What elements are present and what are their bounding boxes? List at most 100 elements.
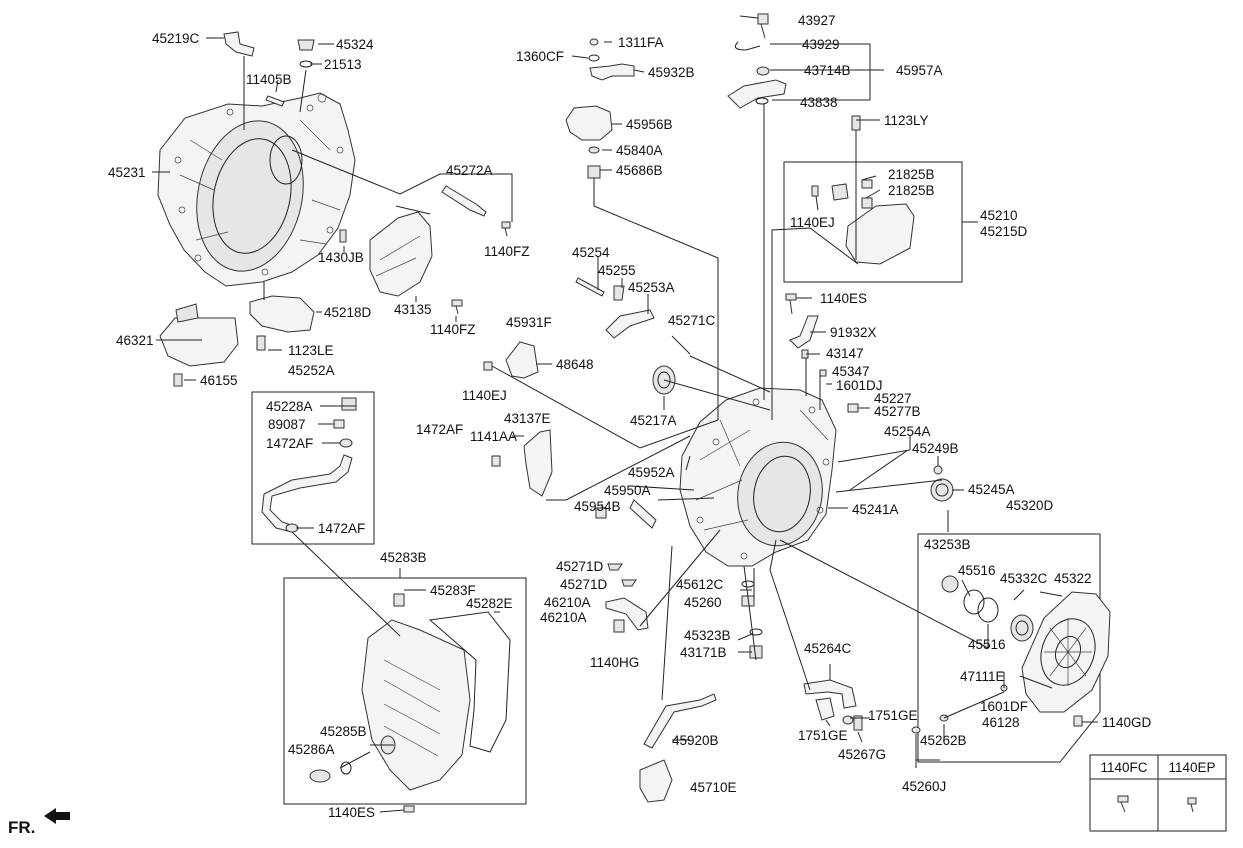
part-label: 45231 — [108, 165, 146, 180]
part-label: 1140HG — [590, 655, 639, 670]
part-label: 45271D — [556, 559, 604, 574]
legend-table: 1140FC 1140EP — [1089, 754, 1227, 832]
legend-col1: 1140FC — [1100, 760, 1147, 775]
fr-arrow-icon — [44, 808, 70, 824]
part-label: 1311FA — [618, 35, 664, 50]
rear-cover-group-box — [917, 533, 1101, 763]
part-label: 45931F — [506, 315, 552, 330]
part-label: 45956B — [626, 117, 673, 132]
part-label: 1430JB — [318, 250, 364, 265]
part-label: 45254A — [884, 424, 931, 439]
part-label: 45840A — [616, 143, 663, 158]
part-label: 45218D — [324, 305, 372, 320]
part-label: 45262B — [920, 733, 967, 748]
part-label: 45253A — [628, 280, 675, 295]
part-label: 45245A — [968, 482, 1015, 497]
legend-col2: 1140EP — [1168, 760, 1215, 775]
part-label: 46155 — [200, 373, 238, 388]
part-label: 43147 — [826, 346, 864, 361]
rear-cover-drawing — [1021, 591, 1111, 713]
part-label: 45954B — [574, 499, 621, 514]
oil-pan-group-box — [283, 577, 527, 805]
part-label: 45323B — [684, 628, 731, 643]
part-label: 45283F — [430, 583, 476, 598]
part-label: 45286A — [288, 742, 335, 757]
part-label: 45332C — [1000, 571, 1048, 586]
part-label: 46210A — [540, 610, 587, 625]
part-label: 46128 — [982, 715, 1020, 730]
part-label: 45249B — [912, 441, 959, 456]
part-label: 45255 — [598, 263, 636, 278]
part-label: 43838 — [800, 95, 838, 110]
part-label: 1123LY — [884, 113, 929, 128]
part-label: 45267G — [838, 747, 886, 762]
part-label: 1140EJ — [462, 388, 507, 403]
part-label: 45219C — [152, 31, 200, 46]
part-label: 43929 — [802, 37, 840, 52]
part-label: 45920B — [672, 733, 719, 748]
part-label: 43171B — [680, 645, 727, 660]
part-label: 1140ES — [820, 291, 867, 306]
front-direction-marker: FR. — [8, 808, 70, 837]
part-label: 1140EJ — [790, 215, 835, 230]
part-label: 45952A — [628, 465, 675, 480]
part-label: 46321 — [116, 333, 154, 348]
part-label: 46210A — [544, 595, 591, 610]
part-label: 1360CF — [516, 49, 564, 64]
part-label: 1140FZ — [430, 322, 476, 337]
part-label: 21825B — [888, 167, 935, 182]
part-label: 43137E — [504, 411, 551, 426]
part-label: 43135 — [394, 302, 432, 317]
part-label: 45272A — [446, 163, 493, 178]
part-label: 45277B — [874, 404, 921, 419]
part-label: 45228A — [266, 399, 313, 414]
part-label: 1472AF — [318, 521, 365, 536]
leader-lines — [152, 15, 1098, 813]
part-label: 45957A — [896, 63, 943, 78]
part-label: 43714B — [804, 63, 851, 78]
part-label: 1123LE — [288, 343, 334, 358]
part-label: 1472AF — [266, 436, 313, 451]
part-label: 43253B — [924, 537, 971, 552]
part-label: 1472AF — [416, 422, 463, 437]
part-label: 1601DF — [980, 699, 1028, 714]
transaxle-case-drawing — [679, 387, 837, 567]
part-label: 45320D — [1006, 498, 1054, 513]
part-label: 1751GE — [798, 728, 848, 743]
part-label: 45282E — [466, 596, 513, 611]
part-label: 45324 — [336, 37, 374, 52]
part-label: 1141AA — [470, 429, 517, 444]
part-label: 45285B — [320, 724, 367, 739]
part-label: 45217A — [630, 413, 677, 428]
part-label: 45210 — [980, 208, 1018, 223]
part-label: 45710E — [690, 780, 737, 795]
part-label: 45215D — [980, 224, 1028, 239]
part-label: 45686B — [616, 163, 663, 178]
part-label: 45252A — [288, 363, 335, 378]
part-label: 1601DJ — [836, 378, 883, 393]
part-label: 45241A — [852, 502, 899, 517]
part-label: 45322 — [1054, 571, 1092, 586]
part-label: 1140GD — [1102, 715, 1152, 730]
part-label: 45264C — [804, 641, 852, 656]
part-label: 1140ES — [328, 805, 375, 820]
converter-housing-drawing — [157, 92, 356, 287]
part-label: 11405B — [246, 72, 292, 87]
part-label: 45271D — [560, 577, 608, 592]
part-label: 45516 — [958, 563, 996, 578]
part-label: 45260J — [902, 779, 946, 794]
part-label: 48648 — [556, 357, 594, 372]
part-label: 45227 — [874, 391, 912, 406]
part-label: 47111E — [960, 669, 1005, 684]
part-label: 89087 — [268, 417, 306, 432]
fr-label: FR. — [8, 818, 35, 837]
part-label: 45347 — [832, 364, 870, 379]
part-label: 45612C — [676, 577, 724, 592]
part-labels: 45219C 45324 21513 11405B 45231 45272A 1… — [108, 13, 1152, 820]
part-label: 45950A — [604, 483, 651, 498]
part-label: 21513 — [324, 57, 362, 72]
part-label: 45260 — [684, 595, 722, 610]
part-label: 45932B — [648, 65, 695, 80]
part-label: 45254 — [572, 245, 610, 260]
